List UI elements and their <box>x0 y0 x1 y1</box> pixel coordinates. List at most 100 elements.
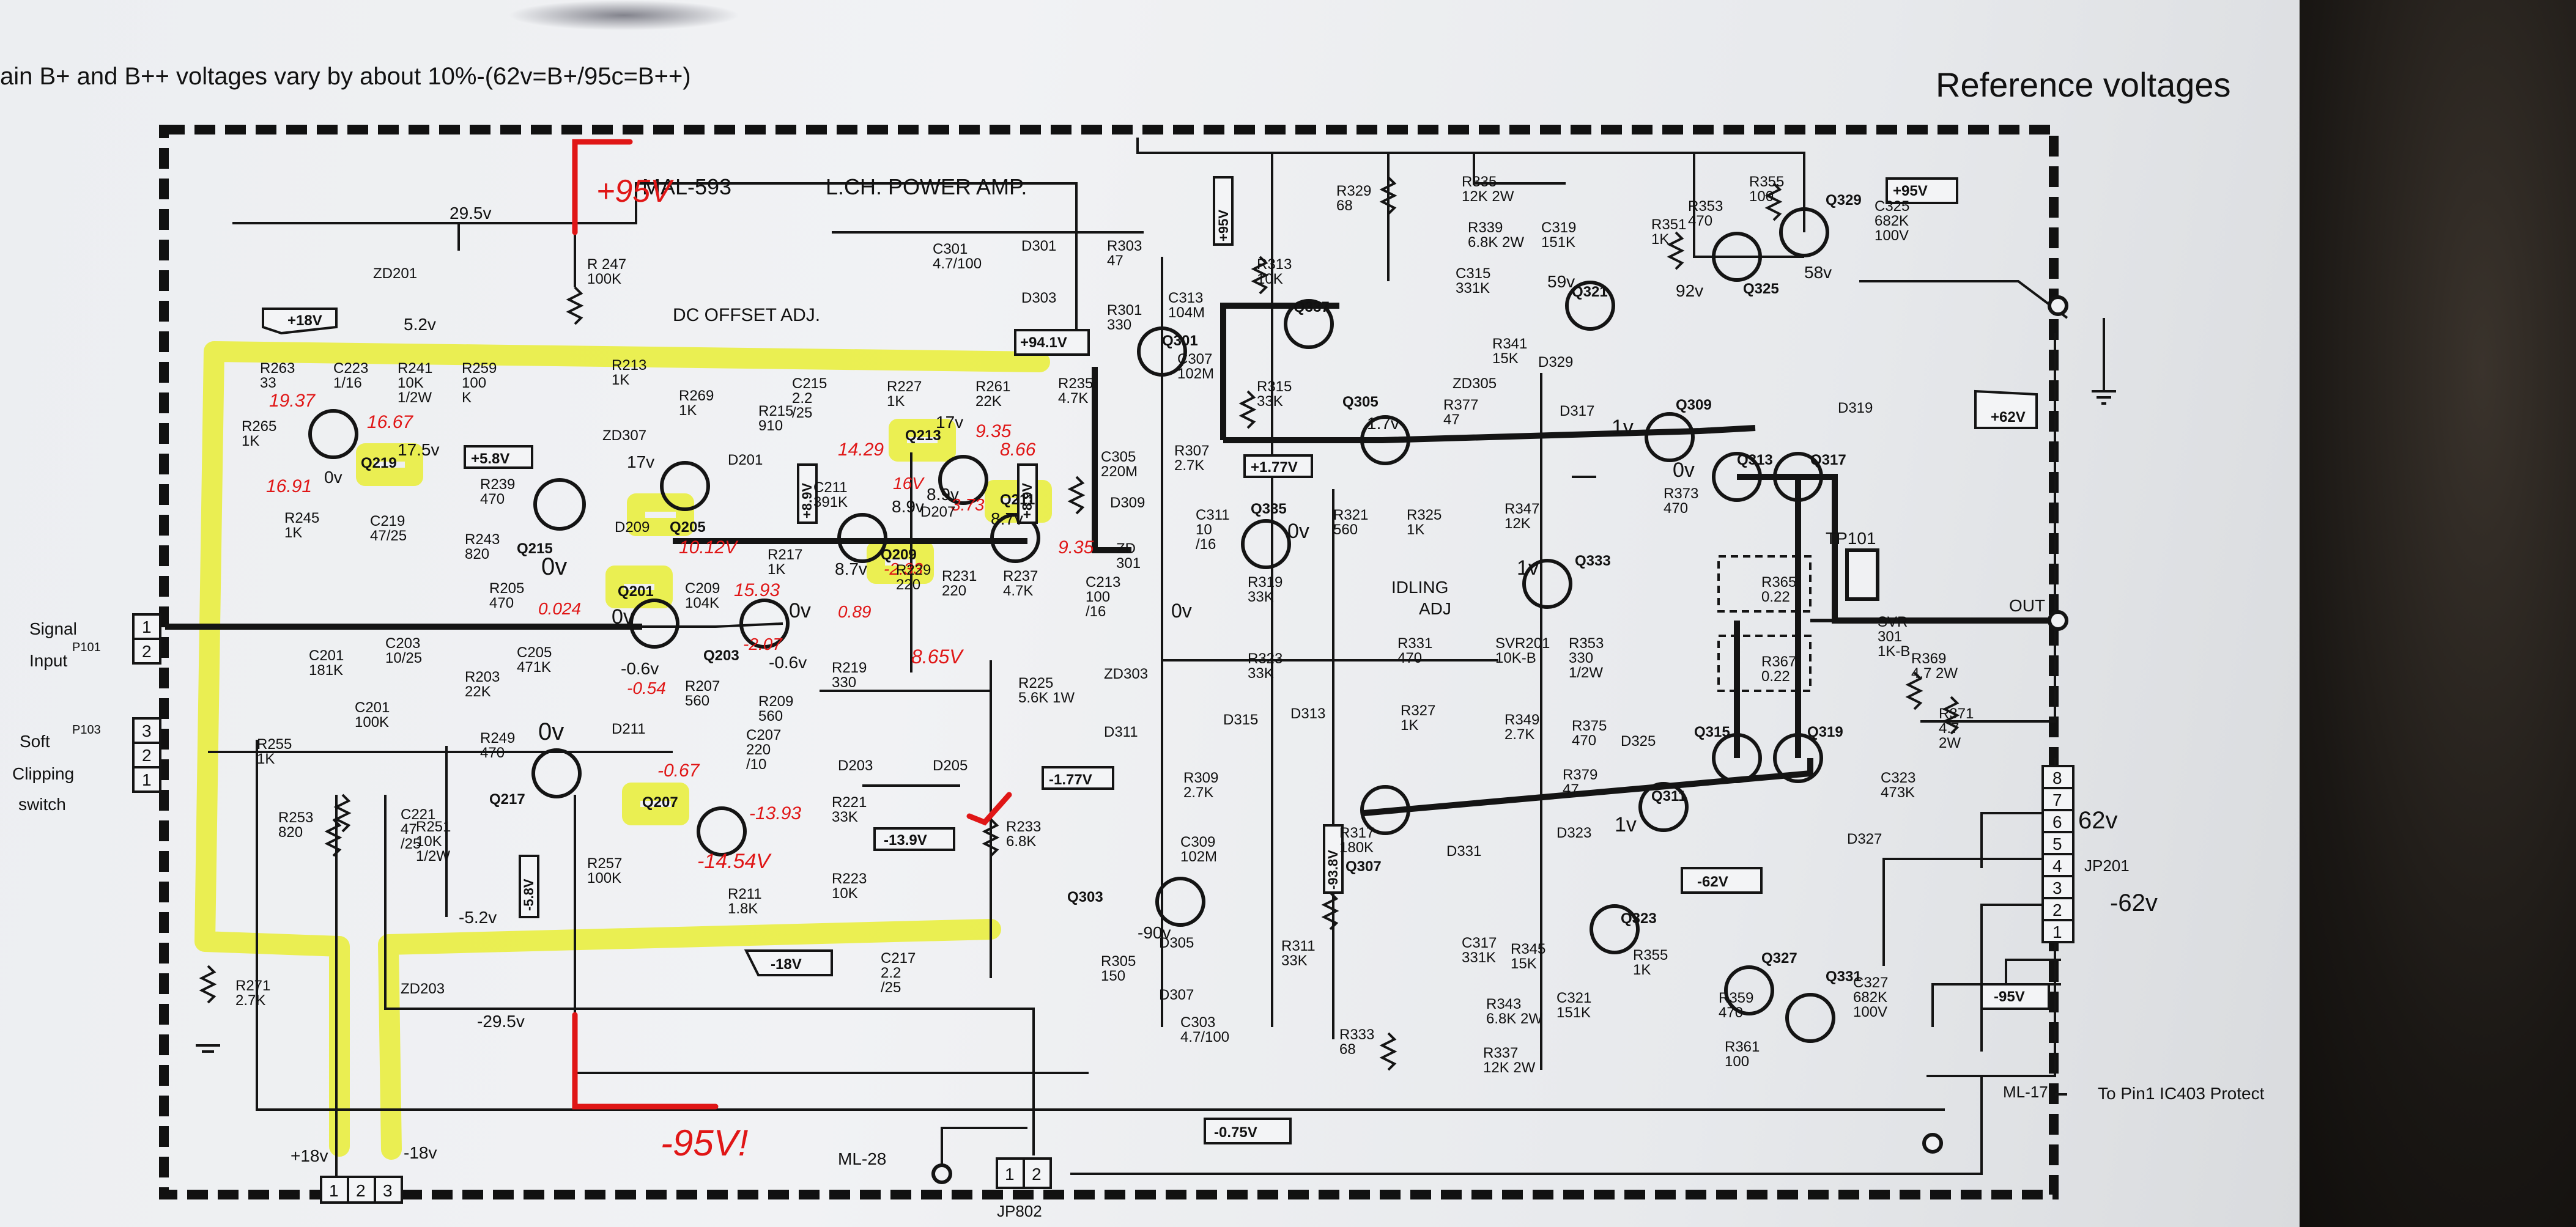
p101-pin-2: 2 <box>142 642 152 661</box>
rail-p95v: +95V <box>1893 183 1928 199</box>
diode-label: D329 <box>1538 354 1573 370</box>
transistor-label: Q215 <box>517 540 553 557</box>
transistor-label: Q321 <box>1572 284 1608 300</box>
diode-label: D209 <box>615 519 650 536</box>
v-m90: -90v <box>1138 923 1171 942</box>
v-17-a: 17v <box>627 452 654 471</box>
transistor-label: Q331 <box>1826 968 1862 985</box>
jp802-label: JP802 <box>997 1202 1042 1220</box>
transistor-label: Q335 <box>1251 501 1287 517</box>
transistor-label: Q301 <box>1162 333 1198 349</box>
p103-pin-3: 3 <box>142 721 152 740</box>
v-m62: -62v <box>2110 890 2158 916</box>
ground-symbols <box>196 390 2116 1053</box>
note-16v: 16V <box>893 474 925 493</box>
note-0-024: 0.024 <box>538 599 581 618</box>
rail-label-boxes <box>262 176 2050 1144</box>
transistor-label: Q213 <box>905 427 941 444</box>
transistor-symbols <box>308 207 1835 1043</box>
note-3-73: 3.73 <box>951 495 985 514</box>
transistor-label: Q203 <box>703 647 739 664</box>
out-label: OUT <box>2009 596 2045 615</box>
circuit-wires <box>165 138 2105 1193</box>
ml28-label: ML-28 <box>838 1149 886 1168</box>
protect-label: To Pin1 IC403 Protect <box>2098 1084 2265 1103</box>
note-m0-67: -0.67 <box>657 761 700 781</box>
p103-pin-2: 2 <box>142 746 152 765</box>
diode-label: D323 <box>1556 825 1591 841</box>
v-0-e: 0v <box>538 718 564 745</box>
p103-label: P103 <box>72 723 101 737</box>
rail-labels: +18V -18V +5.8V +94.1V +95V -95V +62V -6… <box>287 183 2026 1141</box>
jp201-pin-3: 3 <box>2052 879 2062 897</box>
table-background <box>2263 0 2576 1227</box>
jp201-pin-6: 6 <box>2052 812 2062 831</box>
note-16-91: 16.91 <box>266 476 312 496</box>
reference-voltages-title: Reference voltages <box>1936 65 2231 104</box>
transistor-label: Q319 <box>1807 724 1843 740</box>
v-0-d: 0v <box>789 599 811 622</box>
v-1-7: 1.7v <box>1367 414 1399 433</box>
v-1-a: 1v <box>1612 416 1634 439</box>
bottom-pin-2: 2 <box>356 1181 366 1200</box>
transistor-label: Q305 <box>1342 394 1379 410</box>
p103-pin-1: 1 <box>142 770 152 789</box>
resistor-symbols <box>199 176 1960 1071</box>
transistor-label: Q313 <box>1737 452 1773 468</box>
note-9-35: 9.35 <box>975 421 1012 441</box>
bottom-pin-1: 1 <box>329 1181 339 1200</box>
diode-label: D203 <box>838 757 873 774</box>
diode-label: ZD303 <box>1104 666 1148 682</box>
jp802-pin-1: 1 <box>1005 1165 1015 1184</box>
v-17-b: 17v <box>936 413 963 432</box>
transistor-label: Q307 <box>1345 858 1382 875</box>
rail-p89v-b-vertical: +8.9V <box>1020 483 1035 518</box>
rail-m938v-vertical: -93.8V <box>1325 850 1341 890</box>
hand-annotations: +95V -95V! 19.37 16.67 16.91 14.29 9.35 … <box>266 174 1094 1163</box>
p101-pin-1: 1 <box>142 617 152 636</box>
note-15-93: 15.93 <box>734 580 780 600</box>
transistor-label: Q323 <box>1621 910 1657 927</box>
rail-m177v: -1.77V <box>1049 772 1092 788</box>
jp201-pin-1: 1 <box>2052 923 2062 941</box>
idling-label: IDLING <box>1391 578 1448 597</box>
